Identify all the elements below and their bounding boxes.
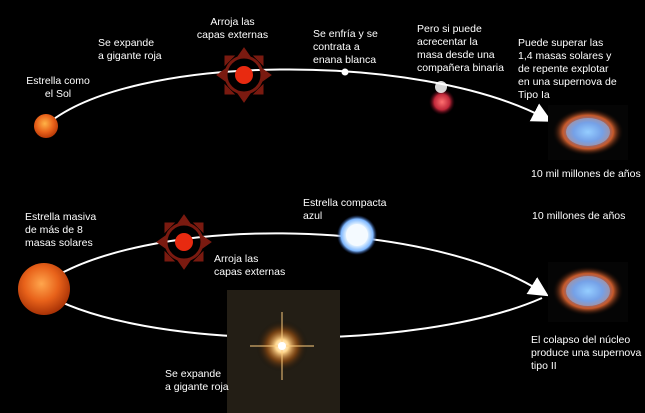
massive-star-label: Estrella masiva de más de 8 masas solare…	[25, 211, 97, 249]
white-dwarf-label: Se enfría y se contrata a enana blanca	[313, 28, 378, 66]
time-10-billion-label: 10 mil millones de años	[531, 168, 641, 180]
supernova-ii-label: El colapso del núcleo produce una supern…	[531, 334, 642, 372]
shed-layers-top-icon	[216, 47, 272, 103]
compact-blue-star-icon	[337, 215, 377, 255]
supernova-ia-label: Puede superar las 1,4 masas solares y de…	[518, 37, 617, 101]
red-giant-photo-image	[227, 290, 340, 413]
massive-star-icon	[18, 263, 70, 315]
compact-blue-star-label: Estrella compacta azul	[303, 197, 387, 222]
supernova-ii-nebula-image	[548, 262, 628, 322]
shed-layers-bottom-label: Arroja las capas externas	[214, 253, 286, 278]
red-giant-bottom-label: Se expande a gigante roja	[165, 368, 229, 393]
sun-like-star-icon	[34, 114, 58, 138]
top-evolution-path	[44, 68, 553, 127]
binary-accretion-label: Pero si puede acrecentar la masa desde u…	[417, 23, 504, 74]
bottom-upper-path	[41, 232, 549, 297]
shed-layers-bottom-icon	[156, 214, 212, 270]
supernova-ia-nebula-image	[548, 105, 628, 160]
white-dwarf-icon	[341, 68, 349, 76]
time-10-million-label: 10 millones de años	[532, 210, 626, 222]
sun-like-star-label: Estrella como el Sol	[26, 75, 90, 100]
red-giant-top-label: Se expande a gigante roja	[98, 37, 162, 62]
binary-companion-icon	[429, 81, 455, 115]
shed-layers-top-label: Arroja las capas externas	[196, 16, 269, 41]
